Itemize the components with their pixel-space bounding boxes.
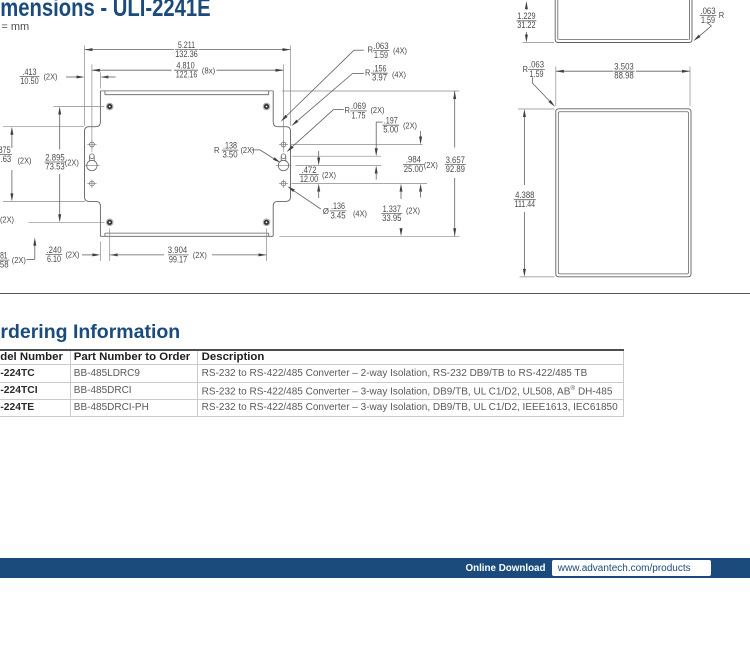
svg-text:132.36: 132.36: [175, 49, 198, 59]
svg-text:4.810: 4.810: [176, 61, 194, 71]
svg-text:R: R: [214, 145, 220, 155]
svg-text:(8x): (8x): [202, 66, 216, 75]
svg-text:R: R: [522, 64, 528, 74]
svg-text:5.211: 5.211: [178, 40, 195, 50]
svg-text:R: R: [719, 10, 725, 20]
svg-text:(2X): (2X): [370, 106, 384, 115]
svg-text:25.00: 25.00: [404, 164, 423, 174]
svg-text:3.657: 3.657: [446, 155, 465, 165]
svg-text:12.00: 12.00: [300, 174, 318, 184]
svg-text:6.10: 6.10: [47, 254, 61, 264]
svg-text:(2X): (2X): [240, 146, 254, 155]
svg-text:31.22: 31.22: [517, 20, 535, 30]
svg-text:.069: .069: [351, 101, 366, 111]
svg-text:(2X): (2X): [406, 206, 420, 215]
svg-text:1.337: 1.337: [383, 204, 401, 214]
svg-text:3.97: 3.97: [372, 73, 387, 83]
svg-text:(2X): (2X): [65, 158, 79, 167]
svg-text:(2X): (2X): [193, 251, 207, 260]
svg-text:(2X): (2X): [403, 121, 417, 130]
svg-text:.472: .472: [301, 165, 316, 175]
svg-text:(2X): (2X): [43, 73, 57, 82]
svg-text:.240: .240: [46, 245, 61, 255]
svg-text:.156: .156: [373, 64, 387, 74]
svg-text:4.58: 4.58: [0, 260, 9, 270]
svg-text:1.59: 1.59: [374, 50, 388, 60]
svg-text:.181: .181: [0, 250, 8, 260]
svg-text:111.44: 111.44: [515, 199, 535, 209]
svg-text:88.98: 88.98: [614, 71, 633, 81]
svg-text:(2X): (2X): [322, 171, 336, 180]
svg-text:1.875: 1.875: [0, 145, 11, 155]
svg-text:(4X): (4X): [392, 70, 406, 79]
svg-text:(2X): (2X): [65, 251, 79, 260]
svg-text:R: R: [367, 45, 373, 55]
svg-text:5.00: 5.00: [383, 125, 398, 135]
svg-text:.136: .136: [331, 201, 345, 211]
svg-text:(2X): (2X): [0, 215, 14, 224]
svg-text:(2X): (2X): [17, 157, 31, 166]
svg-text:3.50: 3.50: [222, 150, 237, 160]
svg-text:3.45: 3.45: [330, 210, 345, 220]
svg-text:1.59: 1.59: [530, 69, 544, 79]
svg-text:R: R: [344, 105, 350, 115]
svg-text:3.503: 3.503: [614, 62, 633, 72]
svg-text:.063: .063: [529, 60, 544, 70]
svg-text:1.59: 1.59: [701, 15, 715, 25]
svg-text:73.53: 73.53: [45, 161, 64, 171]
svg-text:33.95: 33.95: [382, 213, 401, 223]
svg-text:.984: .984: [406, 155, 421, 165]
svg-text:92.89: 92.89: [446, 164, 465, 174]
svg-text:1.229: 1.229: [517, 11, 535, 21]
svg-text:(4X): (4X): [353, 209, 367, 218]
svg-text:2.895: 2.895: [45, 152, 64, 162]
svg-text:(2X): (2X): [12, 256, 26, 265]
svg-text:122.16: 122.16: [176, 70, 198, 80]
svg-text:47.63: 47.63: [0, 154, 11, 164]
svg-text:10.50: 10.50: [20, 76, 38, 86]
svg-text:.413: .413: [23, 67, 37, 77]
svg-text:.197: .197: [384, 116, 398, 126]
svg-text:(4X): (4X): [393, 47, 407, 56]
svg-text:4.388: 4.388: [515, 190, 534, 200]
svg-text:.063: .063: [700, 6, 715, 16]
svg-text:.063: .063: [373, 41, 388, 51]
svg-text:1.75: 1.75: [352, 110, 366, 120]
svg-text:99.17: 99.17: [169, 254, 187, 264]
svg-text:(2X): (2X): [424, 161, 438, 170]
svg-text:Ø: Ø: [323, 206, 329, 216]
svg-text:R: R: [365, 68, 371, 78]
svg-text:.138: .138: [223, 140, 237, 150]
svg-text:3.904: 3.904: [168, 245, 187, 255]
